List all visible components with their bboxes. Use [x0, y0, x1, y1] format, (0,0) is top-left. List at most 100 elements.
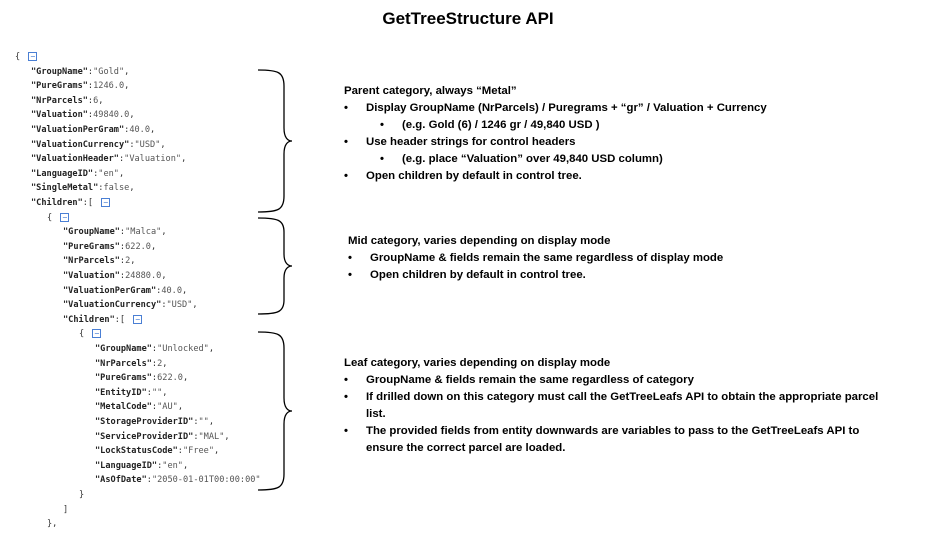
json-punct: :: [157, 460, 163, 471]
collapse-toggle-icon[interactable]: −: [60, 212, 70, 222]
json-punct: ,: [177, 402, 183, 413]
note-item: Open children by default in control tree…: [344, 168, 904, 185]
json-key: "GroupName": [95, 344, 152, 354]
collapse-toggle-icon[interactable]: −: [92, 329, 102, 339]
json-key: "Valuation": [63, 271, 120, 281]
json-punct: ]: [63, 504, 69, 515]
note-item: GroupName & fields remain the same regar…: [348, 250, 908, 267]
json-line: },: [47, 517, 57, 531]
json-value: 622.0: [157, 373, 183, 384]
json-punct: :: [87, 110, 94, 121]
json-line: "PureGrams":622.0,: [95, 371, 188, 385]
json-punct: ,: [214, 446, 220, 457]
json-string-value: "Malca": [125, 227, 162, 238]
note-list: GroupName & fields remain the same regar…: [344, 372, 889, 457]
json-punct: ,: [162, 358, 168, 369]
json-punct: :: [98, 183, 104, 194]
note-heading: Mid category, varies depending on displa…: [348, 235, 611, 247]
json-key: "Children": [63, 314, 115, 325]
note-subitem: (e.g. place “Valuation” over 49,840 USD …: [344, 151, 904, 168]
json-line: "GroupName":"Unlocked",: [95, 342, 214, 356]
collapse-toggle-icon[interactable]: −: [28, 52, 38, 61]
json-line: "MetalCode":"AU",: [95, 400, 183, 414]
json-line: "LanguageID":"en",: [95, 459, 188, 473]
json-line: "EntityID":"",: [95, 386, 167, 400]
json-key: "NrParcels": [95, 358, 152, 369]
json-line: "NrParcels":2,: [95, 357, 167, 371]
json-punct: ,: [182, 285, 188, 296]
json-value: 40.0: [161, 285, 183, 296]
json-punct: :: [161, 300, 167, 311]
mid-brace: [257, 217, 293, 315]
json-punct: ,: [224, 431, 230, 442]
json-punct: :: [118, 154, 125, 165]
json-line: "Valuation":24880.0,: [63, 269, 167, 283]
json-string-value: "": [151, 387, 163, 398]
parent-brace: [257, 69, 293, 213]
json-string-value: "MAL": [198, 431, 225, 442]
note-list: Display GroupName (NrParcels) / Puregram…: [344, 100, 904, 185]
json-line: "StorageProviderID":"",: [95, 415, 214, 429]
json-value: 6: [93, 95, 99, 106]
json-punct: :: [193, 431, 199, 442]
json-line: "AsOfDate":"2050-01-01T00:00:00": [95, 473, 261, 487]
json-line: "ValuationPerGram":40.0,: [31, 123, 155, 137]
json-key: "PureGrams": [63, 241, 120, 252]
json-punct: }: [79, 490, 85, 500]
json-key: "SingleMetal": [31, 183, 99, 194]
note-heading: Leaf category, varies depending on displ…: [344, 357, 611, 369]
json-line: "SingleMetal":false,: [31, 181, 135, 195]
json-punct: :: [151, 358, 158, 369]
json-punct: ,: [162, 387, 168, 398]
json-key: "GroupName": [63, 227, 120, 238]
json-line: "LockStatusCode":"Free",: [95, 444, 219, 458]
json-key: "EntityID": [95, 387, 147, 398]
note-heading: Parent category, always “Metal”: [344, 85, 517, 97]
json-punct: :[: [82, 198, 99, 208]
json-line: "GroupName":"Gold",: [31, 65, 129, 79]
json-line: "Children":[ −: [31, 196, 111, 210]
json-line: }: [79, 488, 84, 502]
json-punct: :: [87, 66, 94, 77]
json-key: "MetalCode": [95, 402, 152, 413]
json-punct: ,: [160, 139, 166, 150]
json-key: "LockStatusCode": [95, 446, 178, 457]
json-punct: :: [151, 402, 158, 413]
json-punct: :[: [114, 314, 131, 325]
json-key: "ValuationPerGram": [31, 125, 125, 135]
json-key: "NrParcels": [63, 256, 120, 267]
json-punct: ,: [124, 81, 130, 92]
note-item: GroupName & fields remain the same regar…: [344, 372, 889, 389]
json-punct: ,: [129, 183, 135, 194]
json-key: "ValuationPerGram": [63, 285, 157, 296]
json-punct: {: [47, 212, 58, 223]
json-punct: :: [119, 227, 126, 238]
json-key: "NrParcels": [31, 95, 88, 106]
json-line: "ValuationCurrency":"USD",: [31, 138, 166, 152]
note-item: Display GroupName (NrParcels) / Puregram…: [344, 100, 904, 117]
json-value: 622.0: [125, 241, 151, 252]
json-punct: :: [146, 475, 152, 486]
json-punct: ,: [182, 373, 189, 384]
json-key: "ValuationCurrency": [31, 139, 130, 150]
json-punct: ,: [150, 241, 157, 252]
json-key: "StorageProviderID": [95, 417, 194, 427]
json-value: 49840.0: [93, 110, 130, 121]
json-punct: ,: [98, 95, 104, 106]
json-punct: :: [93, 168, 99, 179]
json-string-value: "Unlocked": [157, 344, 209, 354]
json-line: "LanguageID":"en",: [31, 167, 124, 181]
json-punct: ,: [161, 227, 167, 238]
json-punct: :: [119, 241, 126, 252]
json-punct: ,: [124, 66, 130, 77]
json-value: 24880.0: [125, 271, 162, 281]
json-punct: :: [151, 344, 158, 354]
collapse-toggle-icon[interactable]: −: [133, 314, 143, 324]
note-item: The provided fields from entity downward…: [344, 423, 889, 457]
collapse-toggle-icon[interactable]: −: [101, 198, 111, 207]
json-punct: ,: [208, 344, 215, 354]
json-punct: :: [146, 387, 152, 398]
json-line: "Valuation":49840.0,: [31, 108, 135, 122]
json-punct: ,: [118, 168, 125, 179]
json-line: ]: [63, 503, 68, 517]
